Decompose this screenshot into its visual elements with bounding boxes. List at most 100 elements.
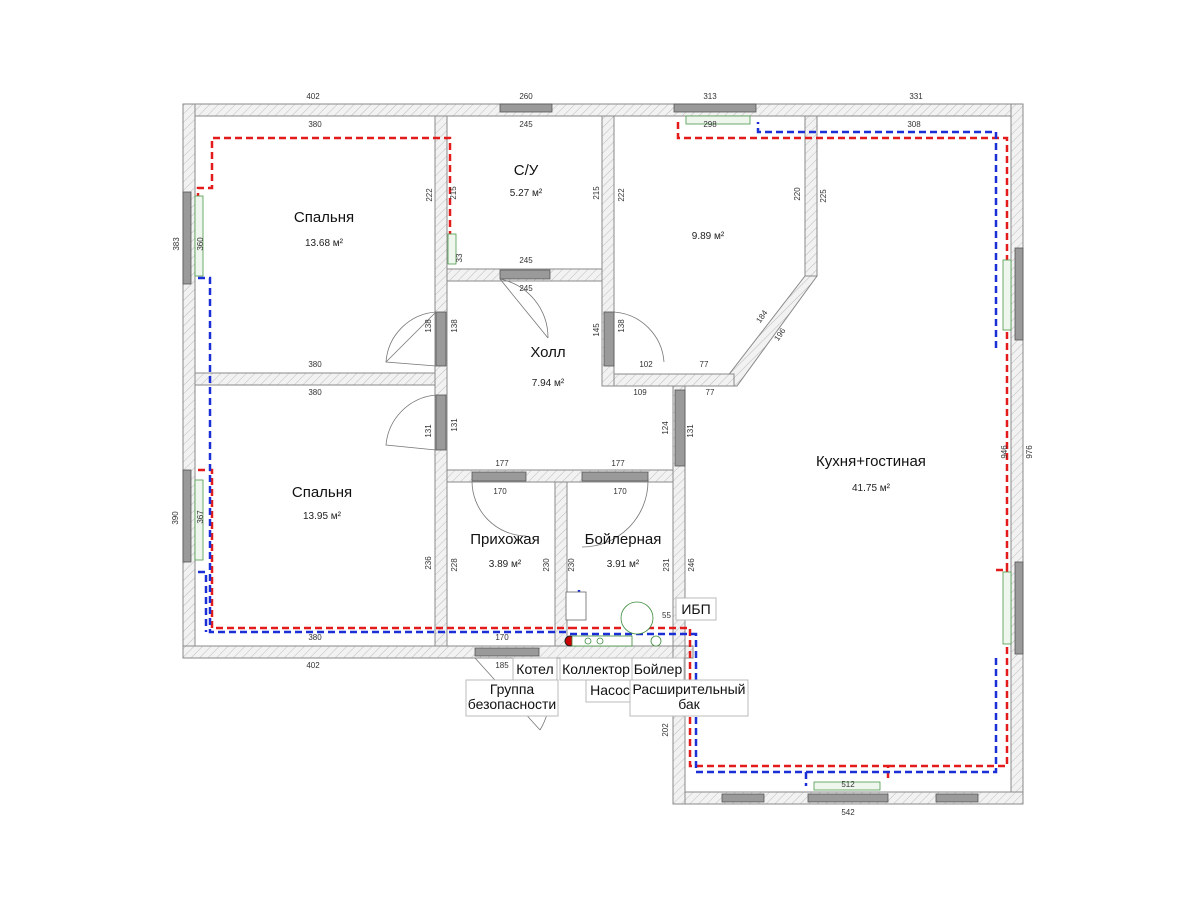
room-area-boiler-room: 3.91 м² bbox=[607, 559, 640, 570]
dim-202: 202 bbox=[661, 723, 670, 737]
room-area-bedroom1: 13.68 м² bbox=[305, 238, 344, 249]
label-collector: Коллектор bbox=[562, 661, 630, 677]
room-area-kitchen: 41.75 м² bbox=[852, 483, 891, 494]
dim-228: 228 bbox=[450, 558, 459, 572]
dim-360: 360 bbox=[196, 237, 205, 251]
room-name-entrance: Прихожая bbox=[470, 531, 540, 548]
dim-331: 331 bbox=[909, 92, 923, 101]
door-bed2-swing bbox=[385, 394, 437, 451]
dim-145: 145 bbox=[592, 323, 601, 337]
dim-215-b: 215 bbox=[592, 186, 601, 200]
radiators bbox=[194, 115, 1012, 791]
door-entrance-swing bbox=[471, 480, 527, 537]
dim-170-b: 170 bbox=[613, 487, 627, 496]
dim-109: 109 bbox=[633, 388, 647, 397]
dim-131-b: 131 bbox=[450, 418, 459, 432]
dim-124: 124 bbox=[661, 421, 670, 435]
dim-245-b: 245 bbox=[519, 256, 533, 265]
wall-int-v5 bbox=[554, 481, 568, 647]
label-expansion-tank: Расширительный бак bbox=[632, 681, 746, 712]
boiler-equipment: 55 bbox=[564, 591, 671, 647]
dim-77-b: 77 bbox=[706, 388, 715, 397]
dim-55: 55 bbox=[662, 611, 671, 620]
dim-131-c: 131 bbox=[686, 424, 695, 438]
door-bed2-leaf bbox=[435, 394, 447, 451]
dim-225: 225 bbox=[819, 189, 828, 203]
window-entrance-door bbox=[474, 647, 540, 657]
room-area-entrance: 3.89 м² bbox=[489, 559, 522, 570]
boiler-unit bbox=[565, 591, 587, 621]
label-water-heater: Бойлер bbox=[634, 661, 683, 677]
supply-pipe-bedroom1 bbox=[196, 136, 452, 272]
dim-33: 33 bbox=[455, 253, 464, 262]
dim-260: 260 bbox=[519, 92, 533, 101]
dim-177-b: 177 bbox=[611, 459, 625, 468]
dim-222-b: 222 bbox=[617, 188, 626, 202]
window-bottom-2 bbox=[807, 793, 889, 803]
dim-542: 542 bbox=[841, 808, 855, 817]
dim-222-a: 222 bbox=[425, 188, 434, 202]
room-name-boiler-room: Бойлерная bbox=[585, 531, 662, 548]
water-heater-unit bbox=[620, 601, 654, 635]
radiator-bed1 bbox=[194, 195, 204, 277]
dim-220: 220 bbox=[793, 187, 802, 201]
dim-512: 512 bbox=[841, 780, 855, 789]
door-room3-leaf bbox=[603, 311, 615, 367]
heating-pipes bbox=[196, 122, 1009, 786]
dim-184: 184 bbox=[754, 308, 769, 325]
dim-313: 313 bbox=[703, 92, 717, 101]
dim-380-a: 380 bbox=[308, 120, 322, 129]
window-bottom-3 bbox=[935, 793, 979, 803]
dim-138-c: 138 bbox=[617, 319, 626, 333]
label-pump: Насос bbox=[590, 682, 630, 698]
windows bbox=[182, 103, 1024, 803]
room-labels: Спальня 13.68 м² С/У 5.27 м² 9.89 м² Хол… bbox=[292, 162, 926, 570]
radiator-room3 bbox=[685, 115, 751, 125]
dim-77-a: 77 bbox=[700, 360, 709, 369]
room-area-bathroom: 5.27 м² bbox=[510, 188, 543, 199]
room-area-bedroom2: 13.95 м² bbox=[303, 511, 342, 522]
wall-int-v1 bbox=[434, 115, 448, 647]
radiator-kitchen-2 bbox=[1002, 571, 1012, 645]
door-bed1-swing bbox=[385, 311, 437, 367]
dim-402-bottom: 402 bbox=[306, 661, 320, 670]
door-bath-leaf bbox=[499, 269, 551, 280]
door-boiler-leaf bbox=[581, 471, 649, 482]
radiator-kitchen-bottom bbox=[813, 781, 881, 791]
room-area-room3: 9.89 м² bbox=[692, 231, 725, 242]
window-left-bed1 bbox=[182, 191, 192, 285]
room-name-kitchen: Кухня+гостиная bbox=[816, 453, 926, 470]
room-name-hall: Холл bbox=[530, 344, 565, 361]
door-kitchen-leaf bbox=[674, 389, 686, 467]
collector-unit bbox=[571, 635, 633, 647]
dim-380-d: 380 bbox=[308, 633, 322, 642]
room-area-hall: 7.94 м² bbox=[532, 378, 565, 389]
door-boiler-swing bbox=[581, 480, 649, 548]
label-safety-group: Группа безопасности bbox=[467, 681, 557, 712]
window-top-bath bbox=[499, 103, 553, 113]
room-name-bedroom1: Спальня bbox=[294, 209, 354, 226]
dim-976: 976 bbox=[1025, 445, 1034, 459]
return-pipe-bedroom1 bbox=[198, 276, 570, 634]
wall-int-h1 bbox=[194, 372, 436, 386]
room-name-bathroom: С/У bbox=[514, 162, 539, 179]
return-pipe-kitchen bbox=[570, 122, 998, 786]
dim-230-b: 230 bbox=[567, 558, 576, 572]
wall-int-h3 bbox=[613, 373, 735, 387]
dim-245-a: 245 bbox=[519, 120, 533, 129]
label-boiler: Котел bbox=[516, 661, 553, 677]
dim-170-a: 170 bbox=[493, 487, 507, 496]
door-bath-swing bbox=[499, 278, 549, 339]
dim-215-a: 215 bbox=[449, 186, 458, 200]
pump-unit bbox=[584, 637, 592, 645]
door-entrance-leaf bbox=[471, 471, 527, 482]
door-room3-swing bbox=[613, 311, 665, 363]
dim-177-a: 177 bbox=[495, 459, 509, 468]
dim-138-a: 138 bbox=[424, 319, 433, 333]
dim-185: 185 bbox=[495, 661, 509, 670]
label-ups: ИБП bbox=[681, 601, 710, 617]
dim-170-c: 170 bbox=[495, 633, 509, 642]
dim-308: 308 bbox=[907, 120, 921, 129]
dim-380-b: 380 bbox=[308, 360, 322, 369]
